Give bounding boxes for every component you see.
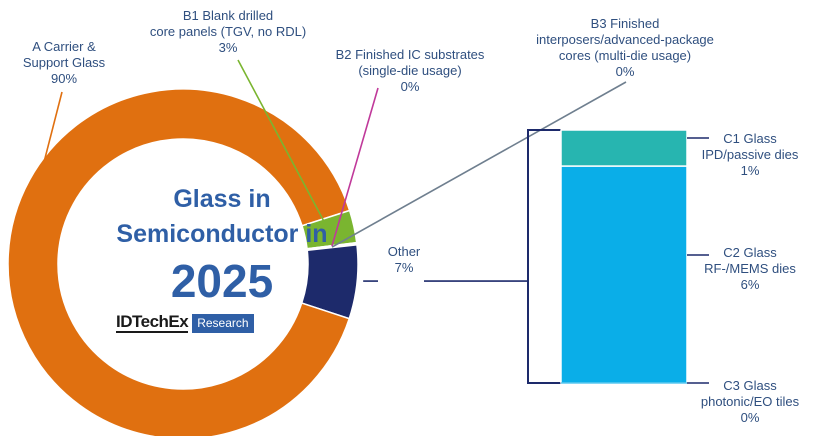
slice-label-B3: B3 Finished interposers/advanced-package… <box>514 16 736 80</box>
bar-segment-c2 <box>560 165 688 384</box>
segment-C2-value: 6% <box>740 277 760 292</box>
leader-line-a <box>17 91 63 264</box>
chart-title-line-2: Semiconductor in <box>116 220 328 248</box>
slice-B3-name-line-3: cores (multi-die usage) <box>558 48 692 63</box>
slice-label-B2: B2 Finished IC substrates (single-die us… <box>320 47 500 95</box>
idtechex-logo: IDTechEx Research <box>116 313 254 333</box>
segment-label-C3: C3 Glass photonic/EO tiles 0% <box>688 378 812 426</box>
segment-C1-name-line-1: C1 Glass <box>723 131 777 146</box>
segment-label-C2: C2 Glass RF-/MEMS dies 6% <box>688 245 812 293</box>
slice-B2-value: 0% <box>400 79 420 94</box>
segment-C1-value: 1% <box>740 163 760 178</box>
slice-label-A: A Carrier & Support Glass 90% <box>4 39 124 87</box>
slice-B2-name-line-1: B2 Finished IC substrates <box>335 47 485 62</box>
slice-B2-name-line-2: (single-die usage) <box>358 63 462 78</box>
leader-line-b1 <box>237 59 331 233</box>
segment-label-C1: C1 Glass IPD/passive dies 1% <box>688 131 812 179</box>
slice-label-other: Other 7% <box>374 244 434 276</box>
brand-name: IDTechEx <box>116 312 189 333</box>
leader-line-b2 <box>331 87 379 247</box>
segment-C1-name-line-2: IPD/passive dies <box>701 147 799 162</box>
slice-A-name-line-2: Support Glass <box>22 55 106 70</box>
slice-A-value: 90% <box>50 71 78 86</box>
brand-badge: Research <box>192 313 254 333</box>
slice-label-B1: B1 Blank drilled core panels (TGV, no RD… <box>128 8 328 56</box>
slice-B1-name-line-1: B1 Blank drilled <box>182 8 274 23</box>
leader-line-b3 <box>331 81 627 248</box>
slice-other-value: 7% <box>394 260 414 275</box>
donut-chart <box>7 88 359 436</box>
slice-B1-value: 3% <box>218 40 238 55</box>
chart-title-year: 2025 <box>170 255 274 307</box>
bar-segment-c1 <box>560 129 688 167</box>
segment-C3-name-line-2: photonic/EO tiles <box>700 394 800 409</box>
donut-slice-a <box>7 88 351 436</box>
breakdown-bracket <box>527 129 561 384</box>
chart-title-line-1: Glass in <box>173 185 271 213</box>
segment-C2-name-line-2: RF-/MEMS dies <box>704 261 796 276</box>
slice-B1-name-line-2: core panels (TGV, no RDL) <box>149 24 307 39</box>
segment-C2-name-line-1: C2 Glass <box>723 245 777 260</box>
slice-B3-value: 0% <box>615 64 635 79</box>
stacked-bar <box>527 129 709 384</box>
leader-lines <box>17 59 627 282</box>
slice-B3-name-line-1: B3 Finished <box>590 16 660 31</box>
segment-C3-name-line-1: C3 Glass <box>723 378 777 393</box>
segment-C3-value: 0% <box>740 410 760 425</box>
slice-B3-name-line-2: interposers/advanced-package <box>536 32 714 47</box>
slice-other-name: Other <box>387 244 421 259</box>
slice-A-name-line-1: A Carrier & <box>32 39 96 54</box>
